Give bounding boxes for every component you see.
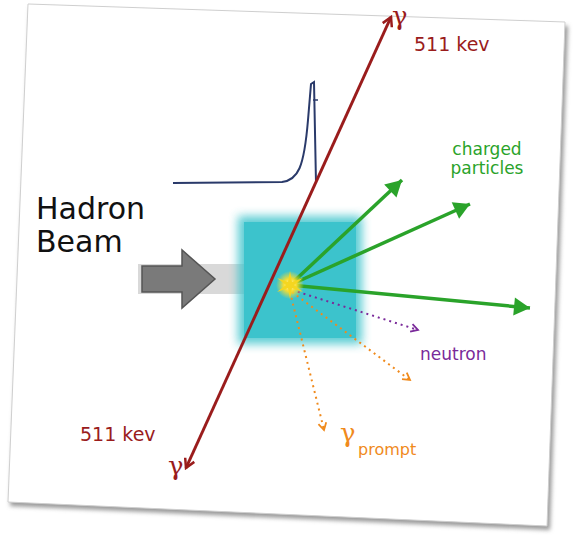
gamma-symbol: γ	[392, 2, 408, 31]
gamma-symbol: γ	[340, 419, 356, 448]
paper-card	[8, 4, 565, 526]
beam-arrow	[142, 250, 215, 308]
interaction-flash	[276, 271, 304, 299]
particle-label: neutron	[420, 345, 486, 364]
interaction-star	[277, 271, 303, 299]
beam-label: Hadron Beam	[36, 192, 166, 258]
gamma-symbol: γ	[168, 452, 184, 481]
energy-label: 511 kev	[414, 34, 490, 55]
particle-label: charged particles	[442, 140, 532, 177]
bragg-peak-curve	[173, 82, 316, 183]
annihilation-gamma-line	[186, 17, 391, 468]
prompt-gamma-arrow	[292, 292, 410, 380]
charged-particle-arrow	[290, 180, 402, 285]
prompt-label: prompt	[358, 441, 416, 459]
prompt-gamma-arrow	[290, 292, 324, 430]
energy-label: 511 kev	[80, 424, 156, 445]
charged-particle-arrow	[290, 285, 530, 308]
charged-particle-arrow	[290, 204, 470, 285]
peak-tick	[313, 99, 318, 101]
neutron-arrow	[292, 290, 418, 330]
